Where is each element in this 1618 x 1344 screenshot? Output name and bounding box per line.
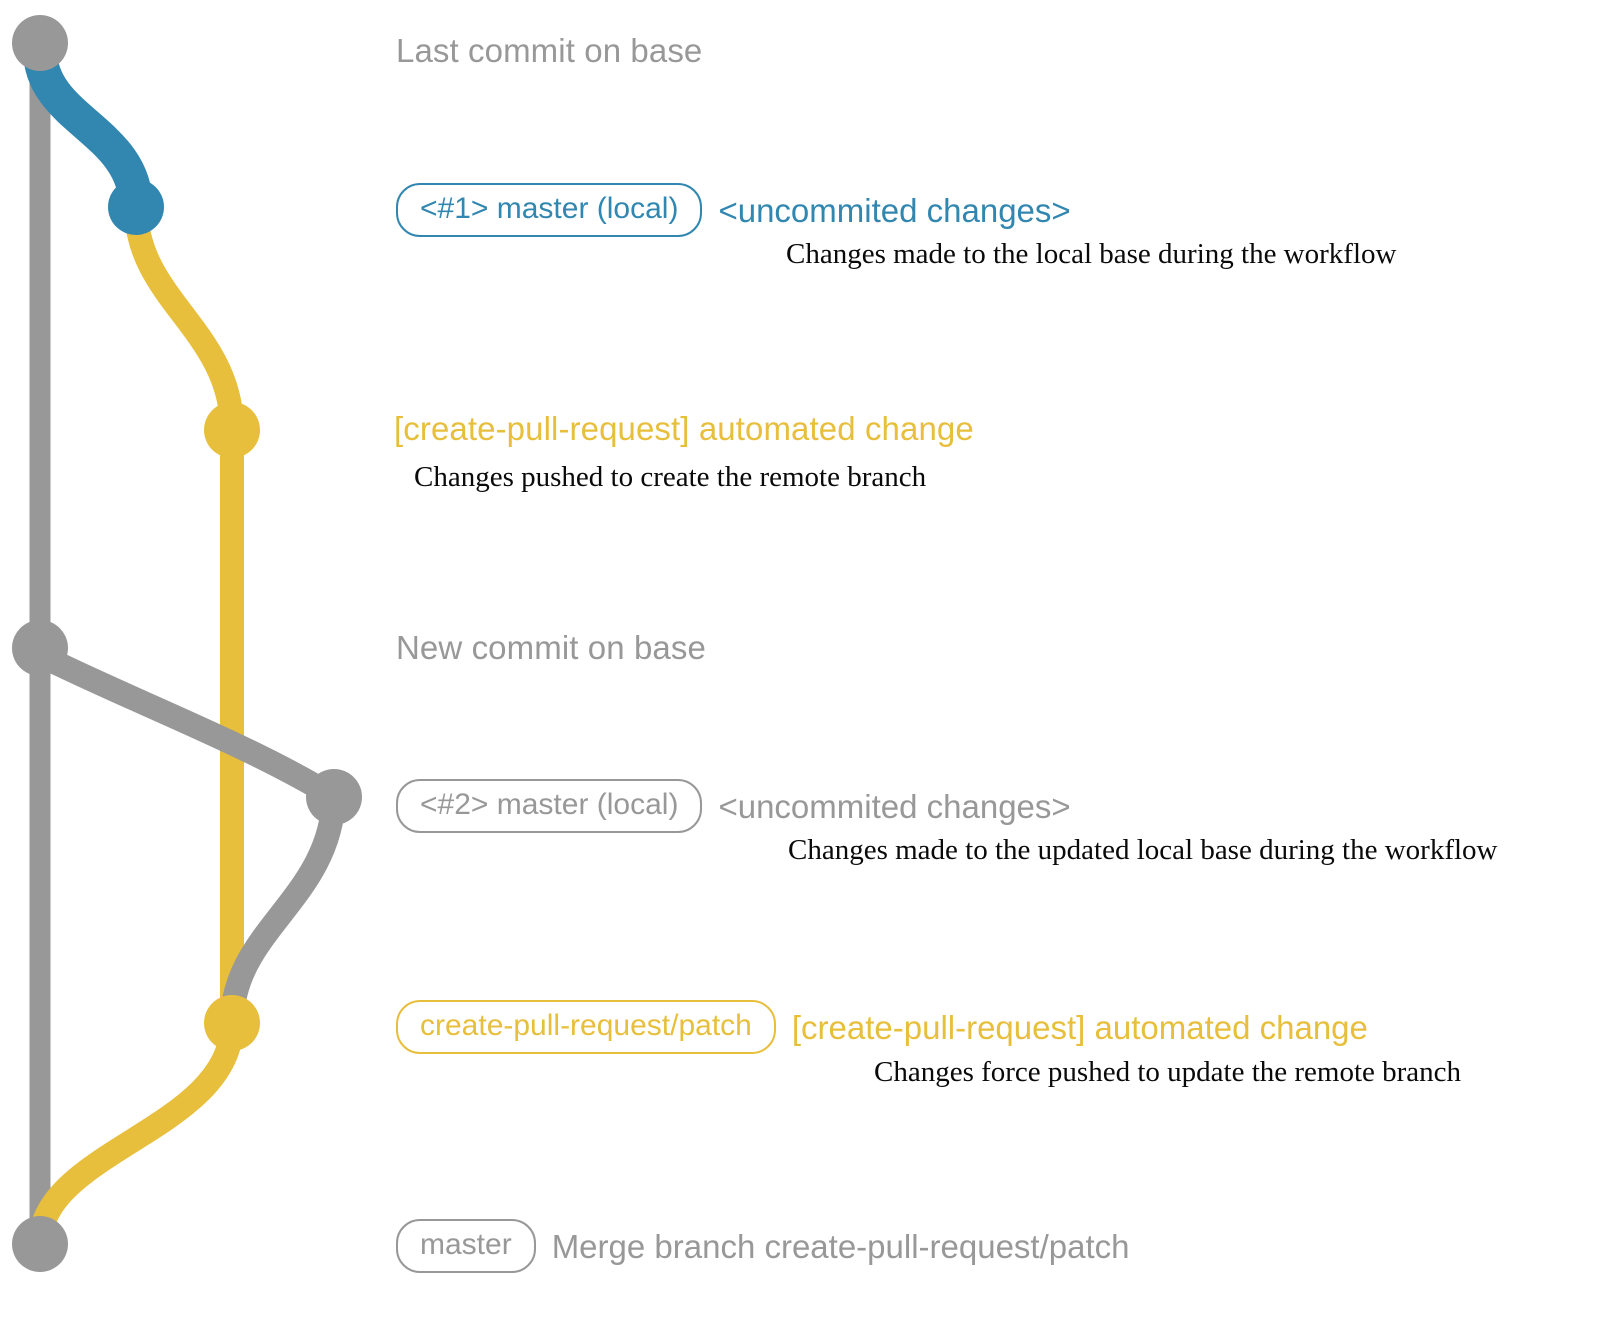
edge-local2-to-patch2 — [220, 785, 346, 1035]
branch-badge-master-local-1[interactable]: <#1> master (local) — [396, 183, 703, 237]
edge-local1-to-patch1 — [124, 195, 244, 442]
row-local-change-1-description: Changes made to the local base during th… — [786, 240, 1396, 269]
row-automated-change-1: [create-pull-request] automated change — [394, 412, 974, 445]
local-2-description: Changes made to the updated local base d… — [788, 834, 1498, 866]
local-2-commit-message: <uncommited changes> — [718, 787, 1071, 825]
master-merge-message: Merge branch create-pull-request/patch — [551, 1227, 1130, 1265]
row-local-change-1: <#1> master (local) <uncommited changes> — [396, 183, 1071, 237]
commit-node-last-commit-on-base[interactable] — [12, 15, 68, 71]
branch-badge-create-pull-request-patch[interactable]: create-pull-request/patch — [396, 1000, 776, 1054]
branch-badge-master-local-2[interactable]: <#2> master (local) — [396, 779, 703, 833]
edge-patch-to-master — [28, 1011, 244, 1256]
local-2-badge-line: <#2> master (local) <uncommited changes> — [396, 779, 1071, 833]
row-patch-change-description: Changes force pushed to update the remot… — [874, 1058, 1461, 1087]
commit-node-local-1[interactable] — [108, 179, 164, 235]
patch-description: Changes force pushed to update the remot… — [874, 1056, 1462, 1088]
automated-change-1-description: Changes pushed to create the remote bran… — [414, 461, 927, 493]
row-local-change-2-description: Changes made to the updated local base d… — [788, 836, 1498, 865]
commit-node-automated-change-1[interactable] — [204, 402, 260, 458]
edge-base-to-local2 — [28, 643, 346, 809]
new-commit-headline: New commit on base — [396, 629, 706, 666]
commit-node-local-2[interactable] — [306, 769, 362, 825]
patch-badge-line: create-pull-request/patch [create-pull-r… — [396, 1000, 1368, 1054]
master-badge-line: master Merge branch create-pull-request/… — [396, 1219, 1130, 1273]
commit-node-patch[interactable] — [204, 995, 260, 1051]
commit-node-new-commit-on-base[interactable] — [12, 620, 68, 676]
automated-change-1-headline: [create-pull-request] automated change — [394, 410, 974, 447]
local-1-description: Changes made to the local base during th… — [786, 238, 1397, 270]
row-automated-change-1-description: Changes pushed to create the remote bran… — [414, 463, 926, 492]
row-new-commit-on-base: New commit on base — [396, 631, 706, 664]
row-master-merge: master Merge branch create-pull-request/… — [396, 1219, 1130, 1273]
last-commit-headline: Last commit on base — [396, 32, 703, 69]
branch-badge-master[interactable]: master — [396, 1219, 536, 1273]
patch-commit-message: [create-pull-request] automated change — [791, 1008, 1368, 1046]
row-patch-change: create-pull-request/patch [create-pull-r… — [396, 1000, 1368, 1054]
row-last-commit-on-base: Last commit on base — [396, 34, 702, 67]
row-local-change-2: <#2> master (local) <uncommited changes> — [396, 779, 1071, 833]
local-1-badge-line: <#1> master (local) <uncommited changes> — [396, 183, 1071, 237]
local-1-commit-message: <uncommited changes> — [718, 191, 1071, 229]
commit-node-master-merge[interactable] — [12, 1216, 68, 1272]
